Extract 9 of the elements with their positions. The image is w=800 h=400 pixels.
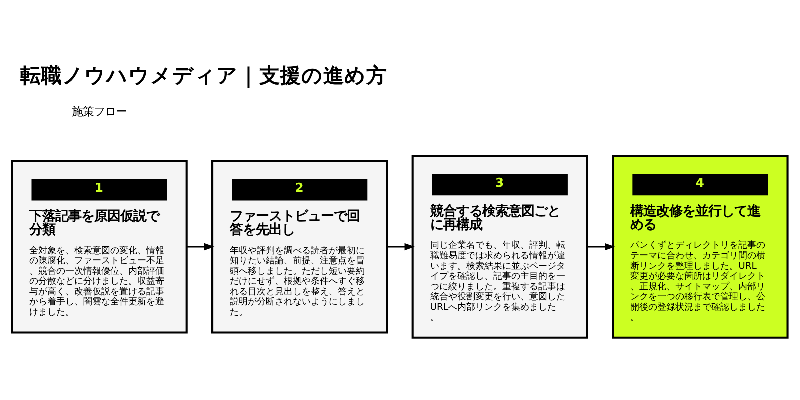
diagram-title: 転職ノウハウメディア｜支援の進め方 bbox=[20, 63, 388, 88]
label: 施策フロー bbox=[72, 104, 128, 118]
node-box: 2 ファーストビューで回答を先出し 年収や評判を調べる読者が最初に知りたい結論、前提、注意点を冒頭へ移しました。ただし短い要約だけにせず、根拠や条件へすぐ移れる目次と見出しを整え、答えと説明が分断されないようにしました。 bbox=[212, 160, 388, 334]
arrow bbox=[588, 242, 616, 250]
arrow bbox=[387, 242, 416, 250]
node-box: 3 競合する検索意図ごとに再構成 同じ企業名でも、年収、評判、転職難易度では求められる情報が違います。検索結果に並ぶページタイプを確認し、記事の主目的を一つに絞りました。重複する記事は統合や役割変更を行い、意図したURLへ内部リンクを集めました。 bbox=[412, 154, 588, 338]
node-box: 4 構造改修を並行して進める パンくずとディレクトリを記事のテーマに合わせ、カテゴリ間の横断リンクを整理しました。URL変更が必要な箇所はリダイレクト、正規化、サイトマップ、内部リンクを一つの移行表で管理し、公開後の登録状況まで確認しました。 bbox=[612, 154, 789, 338]
node-box: 1 下落記事を原因仮説で分類 全対象を、検索意図の変化、情報の陳腐化、ファーストビュー不足、競合の一次情報優位、内部評価の分散などに分けました。収益寄与が高く、改善仮説を置ける記事から着手し、闇雲な全件更新を避けました。 bbox=[11, 160, 188, 334]
arrow bbox=[186, 242, 215, 250]
